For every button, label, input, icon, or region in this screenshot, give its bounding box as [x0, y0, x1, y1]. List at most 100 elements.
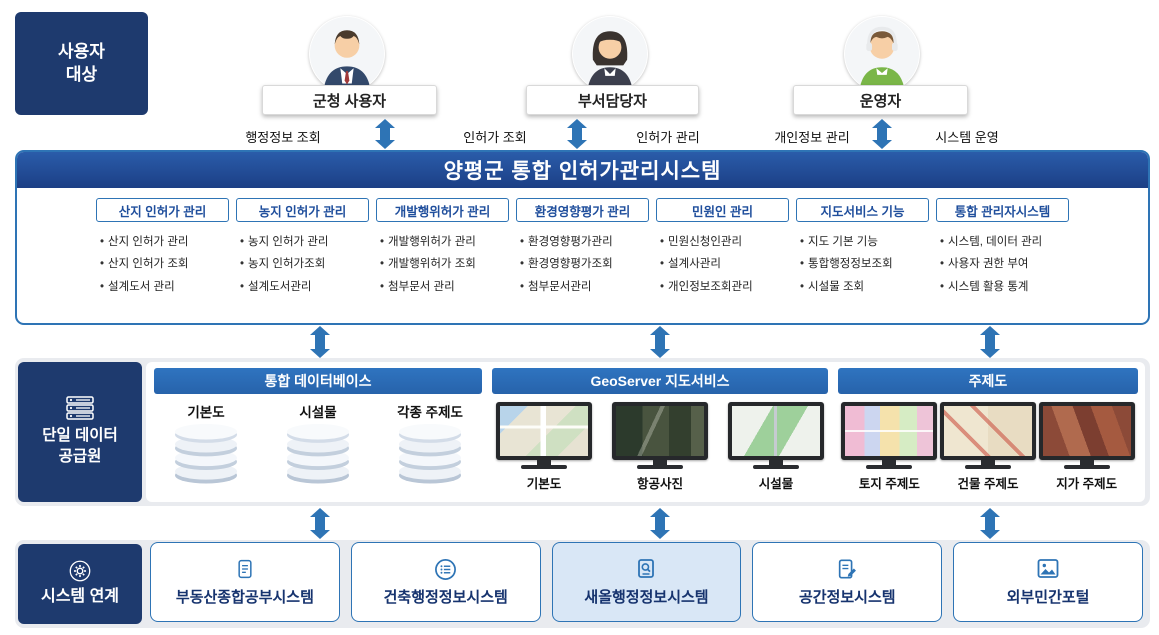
module-item: 환경영향평가조회: [520, 253, 649, 275]
server-icon: [66, 396, 94, 420]
user-nameplate-staff: 부서담당자: [526, 85, 699, 115]
module-item: 개발행위허가 관리: [380, 231, 509, 253]
database-icon: [175, 423, 237, 484]
flow-arrow: [567, 119, 587, 149]
monitor-icon: [612, 402, 708, 469]
linkage-label: 시스템 연계: [40, 588, 120, 606]
db-item-thematic: 각종 주제도: [384, 398, 476, 485]
linked-system-spatial-info: 공간정보시스템: [752, 542, 943, 622]
female-staff-avatar: [572, 16, 648, 92]
db-item-basemap: 기본도: [160, 398, 252, 485]
gear-icon: [69, 560, 91, 582]
db-item-label: 기본도: [187, 405, 225, 420]
module-item: 지도 기본 기능: [800, 231, 929, 253]
geoserver-basemap: 기본도: [494, 402, 594, 492]
geoserver-group-title: GeoServer 지도서비스: [492, 368, 828, 394]
db-item-facility: 시설물: [272, 398, 364, 485]
monitor-label: 기본도: [526, 477, 562, 491]
flow-arrow: [650, 326, 670, 358]
module-development-permit: 개발행위허가 관리 개발행위허가 관리 개발행위허가 조회 첨부문서 관리: [376, 198, 509, 298]
geoserver-aerial: 항공사진: [610, 402, 710, 492]
module-environment-assessment: 환경영향평가 관리 환경영향평가관리 환경영향평가조회 첨부문서관리: [516, 198, 649, 298]
module-item: 첨부문서 관리: [380, 276, 509, 298]
data-source-label-box: 단일 데이터 공급원: [18, 362, 142, 502]
list-circle-icon: [435, 558, 457, 580]
flow-arrow: [650, 508, 670, 539]
module-item: 농지 인허가 관리: [240, 231, 369, 253]
linked-system-external-portal: 외부민간포털: [953, 542, 1143, 622]
linked-system-label: 부동산종합공부시스템: [175, 589, 314, 606]
module-title: 지도서비스 기능: [796, 198, 929, 222]
avatar-county-user: [309, 16, 385, 92]
module-item: 설계도서관리: [240, 276, 369, 298]
linkage-label-box: 시스템 연계: [18, 544, 142, 624]
module-title: 산지 인허가 관리: [96, 198, 229, 222]
user-nameplate-county: 군청 사용자: [262, 85, 437, 115]
flow-arrow: [980, 326, 1000, 358]
module-item: 설계사관리: [660, 253, 789, 275]
module-title: 환경영향평가 관리: [516, 198, 649, 222]
data-source-label: 단일 데이터 공급원: [42, 427, 118, 465]
flow-arrow: [375, 119, 395, 149]
flow-arrow: [980, 508, 1000, 539]
module-title: 농지 인허가 관리: [236, 198, 369, 222]
monitor-icon: [728, 402, 824, 469]
module-farmland-permit: 농지 인허가 관리 농지 인허가 관리 농지 인허가조회 설계도서관리: [236, 198, 369, 298]
module-mountain-permit: 산지 인허가 관리 산지 인허가 관리 산지 인허가 조회 설계도서 관리: [96, 198, 229, 298]
monitor-label: 항공사진: [636, 477, 683, 491]
module-item: 개발행위허가 조회: [380, 253, 509, 275]
thematic-building: 건물 주제도: [939, 402, 1038, 492]
user-name: 부서담당자: [577, 92, 647, 110]
monitor-label: 시설물: [758, 477, 794, 491]
module-item: 농지 인허가조회: [240, 253, 369, 275]
monitor-icon: [1038, 402, 1135, 469]
linked-system-saeol-admin: 새올행정정보시스템: [551, 542, 742, 622]
linked-system-real-estate: 부동산종합공부시스템: [150, 542, 340, 622]
linked-system-building-admin: 건축행정정보시스템: [350, 542, 541, 622]
flow-label-personal-info: 개인정보 관리: [774, 130, 850, 145]
operator-avatar: [844, 16, 920, 92]
flow-arrow: [310, 508, 330, 539]
module-item: 통합행정정보조회: [800, 253, 929, 275]
flow-label-permit-search: 인허가 조회: [463, 130, 527, 145]
monitor-icon: [940, 402, 1036, 469]
module-item: 개인정보조회관리: [660, 276, 789, 298]
main-system-title: 양평군 통합 인허가관리시스템: [17, 152, 1148, 188]
module-title: 개발행위허가 관리: [376, 198, 509, 222]
user-name: 군청 사용자: [312, 92, 387, 110]
geoserver-group: GeoServer 지도서비스 기본도 항공사진 시설물: [492, 368, 828, 492]
linked-system-label: 외부민간포털: [1006, 589, 1090, 606]
database-group: 통합 데이터베이스 기본도 시설물: [154, 368, 482, 485]
module-item: 시스템, 데이터 관리: [940, 231, 1069, 253]
database-icon: [399, 423, 461, 484]
avatar-operator: [844, 16, 920, 92]
monitor-search-icon: [638, 559, 655, 578]
flow-label-permit-manage: 인허가 관리: [636, 130, 700, 145]
module-item: 민원신청인관리: [660, 231, 789, 253]
database-icon: [287, 423, 349, 484]
module-title: 민원인 관리: [656, 198, 789, 222]
flow-arrow: [310, 326, 330, 358]
monitor-icon: [841, 402, 938, 469]
main-system-box: 양평군 통합 인허가관리시스템 산지 인허가 관리 산지 인허가 관리 산지 인…: [15, 150, 1150, 325]
document-edit-icon: [839, 559, 857, 579]
thematic-group: 주제도 토지 주제도 건물 주제도 지가 주제도: [838, 368, 1138, 492]
module-item: 환경영향평가관리: [520, 231, 649, 253]
module-title: 통합 관리자시스템: [936, 198, 1069, 222]
module-item: 사용자 권한 부여: [940, 253, 1069, 275]
linked-system-label: 공간정보시스템: [798, 589, 896, 606]
flow-label-admin-info: 행정정보 조회: [245, 130, 321, 145]
db-item-label: 각종 주제도: [397, 405, 463, 420]
module-item: 산지 인허가 조회: [100, 253, 229, 275]
monitor-label: 토지 주제도: [858, 477, 920, 491]
flow-arrow: [872, 119, 892, 149]
module-list: 산지 인허가 관리 산지 인허가 관리 산지 인허가 조회 설계도서 관리 농지…: [17, 198, 1148, 298]
image-icon: [1037, 559, 1059, 578]
module-admin-system: 통합 관리자시스템 시스템, 데이터 관리 사용자 권한 부여 시스템 활용 통…: [936, 198, 1069, 298]
module-item: 시설물 조회: [800, 276, 929, 298]
linked-system-label: 새올행정정보시스템: [584, 589, 709, 606]
user-nameplate-operator: 운영자: [793, 85, 968, 115]
db-item-label: 시설물: [299, 405, 337, 420]
monitor-icon: [496, 402, 592, 469]
